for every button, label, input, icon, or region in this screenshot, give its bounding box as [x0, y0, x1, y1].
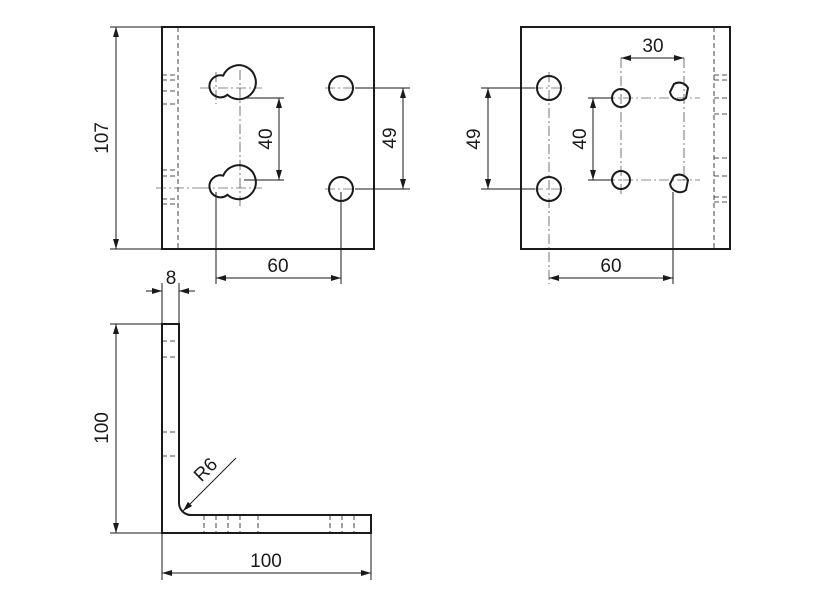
front-plate-outline: [161, 26, 375, 250]
keyhole-bottom: [208, 164, 257, 201]
dim-text-profile-height: 100: [92, 412, 113, 444]
side-slot-top: [668, 81, 690, 102]
side-slot-bottom: [668, 173, 690, 194]
dim-text-hole-spacing-h: 60: [267, 256, 288, 277]
dim-text-hole-spacing-v: 49: [380, 127, 401, 148]
dim-text-keyhole-spacing: 40: [256, 128, 277, 149]
side-plate-outline: [520, 26, 731, 250]
dim-text-front-height: 107: [92, 122, 113, 154]
side-view: 49 40 30 60: [464, 26, 731, 284]
dim-text-slot-spacing-h: 30: [642, 36, 663, 57]
front-view: 107 40 49 60: [92, 26, 410, 284]
dim-text-profile-width: 100: [250, 551, 282, 572]
dim-text-slot-spacing-v: 40: [570, 128, 591, 149]
dim-text-thickness: 8: [166, 268, 177, 289]
dim-text-side-hole-spacing-h: 60: [600, 256, 621, 277]
angle-bracket-outline: [161, 323, 372, 534]
keyhole-top: [208, 64, 257, 101]
dim-text-bend-radius: R6: [190, 454, 222, 486]
profile-view: 8 100 100 R6: [92, 268, 372, 580]
radius-leader: [182, 457, 237, 512]
dim-text-side-hole-spacing-v: 49: [464, 128, 485, 149]
